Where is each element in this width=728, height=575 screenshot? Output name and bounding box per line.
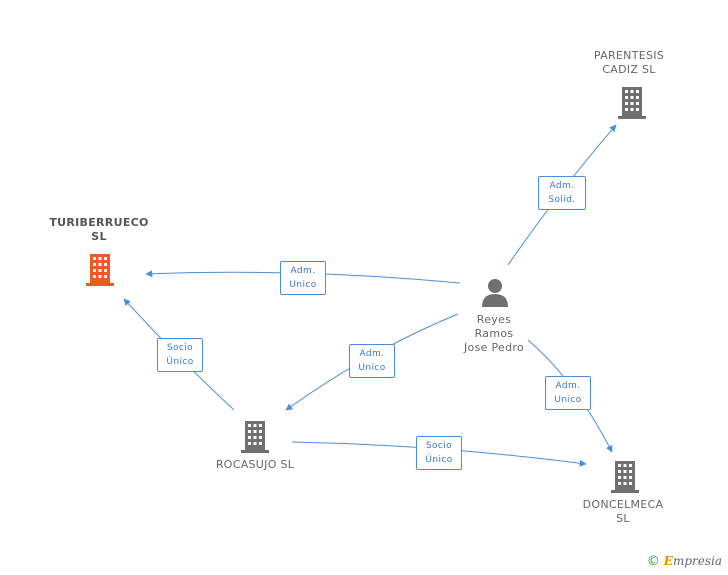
edge-label-socio-unico[interactable]: Socio Único <box>157 338 203 372</box>
edge-label-adm-unico[interactable]: Adm. Unico <box>349 344 395 378</box>
node-label-rocasujo[interactable]: ROCASUJO SL <box>200 458 310 472</box>
building-icon[interactable] <box>84 252 116 286</box>
node-label-doncelmeca[interactable]: DONCELMECA SL <box>576 498 670 526</box>
node-label-reyes[interactable]: Reyes Ramos Jose Pedro <box>448 313 540 355</box>
edge-label-line: Unico <box>358 363 386 373</box>
copyright-icon: © <box>646 554 660 569</box>
edge-label-line: Unico <box>289 280 317 290</box>
edge-label-line: Solid. <box>548 195 576 205</box>
edge-label-line: Adm. <box>555 381 581 391</box>
node-label-line: TURIBERRUECO <box>49 216 149 229</box>
node-label-line: SL <box>91 230 107 243</box>
edge-label-line: Único <box>166 357 194 367</box>
edge-label-line: Adm. <box>549 181 575 191</box>
edge-label-line: Socio <box>166 343 194 353</box>
edge-label-adm-unico[interactable]: Adm. Unico <box>280 261 326 295</box>
edge-label-adm-solid[interactable]: Adm. Solid. <box>538 176 586 210</box>
node-label-turiberrueco[interactable]: TURIBERRUECO SL <box>44 216 154 244</box>
building-icon[interactable] <box>609 459 641 493</box>
node-label-line: CADIZ SL <box>602 63 656 76</box>
edge-label-socio-unico[interactable]: Socio Único <box>416 436 462 470</box>
node-label-line: Ramos <box>474 327 514 340</box>
node-label-parentesis[interactable]: PARENTESIS CADIZ SL <box>583 49 675 77</box>
node-label-line: DONCELMECA <box>582 498 664 511</box>
node-label-line: ROCASUJO SL <box>215 458 295 471</box>
edge-label-line: Unico <box>554 395 582 405</box>
node-label-line: SL <box>616 512 630 525</box>
node-label-line: PARENTESIS <box>593 49 665 62</box>
edge-label-adm-unico[interactable]: Adm. Unico <box>545 376 591 410</box>
person-icon[interactable] <box>480 277 510 307</box>
node-label-line: Jose Pedro <box>464 341 524 354</box>
brand-rest: mpresia <box>672 554 722 568</box>
edge-label-line: Adm. <box>359 349 385 359</box>
edge-label-line: Adm. <box>290 266 316 276</box>
brand-initial: E <box>663 554 673 568</box>
node-label-line: Reyes <box>476 313 512 326</box>
edge-label-line: Único <box>425 455 453 465</box>
building-icon[interactable] <box>239 419 271 453</box>
edge-label-line: Socio <box>425 441 453 451</box>
building-icon[interactable] <box>616 85 648 119</box>
empresia-logo[interactable]: ©Empresia <box>647 554 722 569</box>
brand-name: Empresia <box>664 554 722 568</box>
